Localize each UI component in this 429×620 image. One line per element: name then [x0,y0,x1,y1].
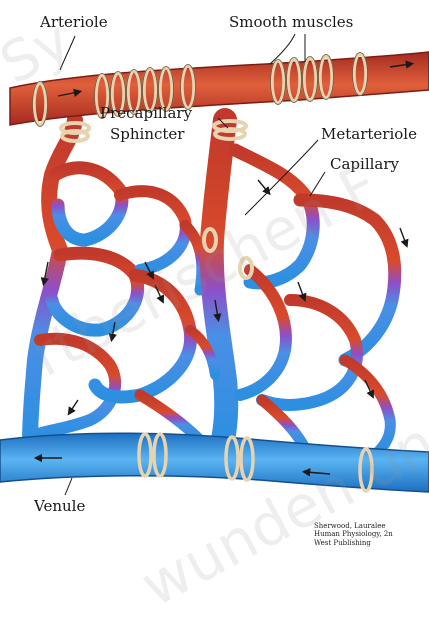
label-capillary: Capillary [330,156,399,173]
metarteriole [212,120,227,445]
label-venule: Venule [34,498,85,515]
arteriole-leader [60,36,75,70]
right-loop-a [240,270,286,395]
image-credit: Sherwood, Lauralee Human Physiology, 2n … [314,522,393,547]
label-precapillary-line2: Sphincter [110,126,184,143]
label-metarteriole: Metarteriole [321,126,417,143]
label-precapillary-line1: Precapillary [100,105,192,122]
capillary-leader [310,172,325,196]
venule [0,433,429,492]
left-loop-a [55,168,122,240]
capillary-flow-arrow [400,228,406,244]
label-smooth-muscles: Smooth muscles [229,14,353,31]
microcirculation-diagram [0,0,429,560]
left-loop-c [120,191,186,270]
venule-leader [65,478,72,495]
right-branch-a [235,150,313,283]
capillary-flow-arrow [258,180,268,192]
center-left-link [185,225,202,290]
label-arteriole: Arteriole [40,14,108,31]
capillary-flow-arrow [70,400,78,412]
credit-line-1: Sherwood, Lauralee [314,522,393,530]
credit-line-3: West Publishing [314,539,393,547]
credit-line-2: Human Physiology, 2n [314,530,393,538]
